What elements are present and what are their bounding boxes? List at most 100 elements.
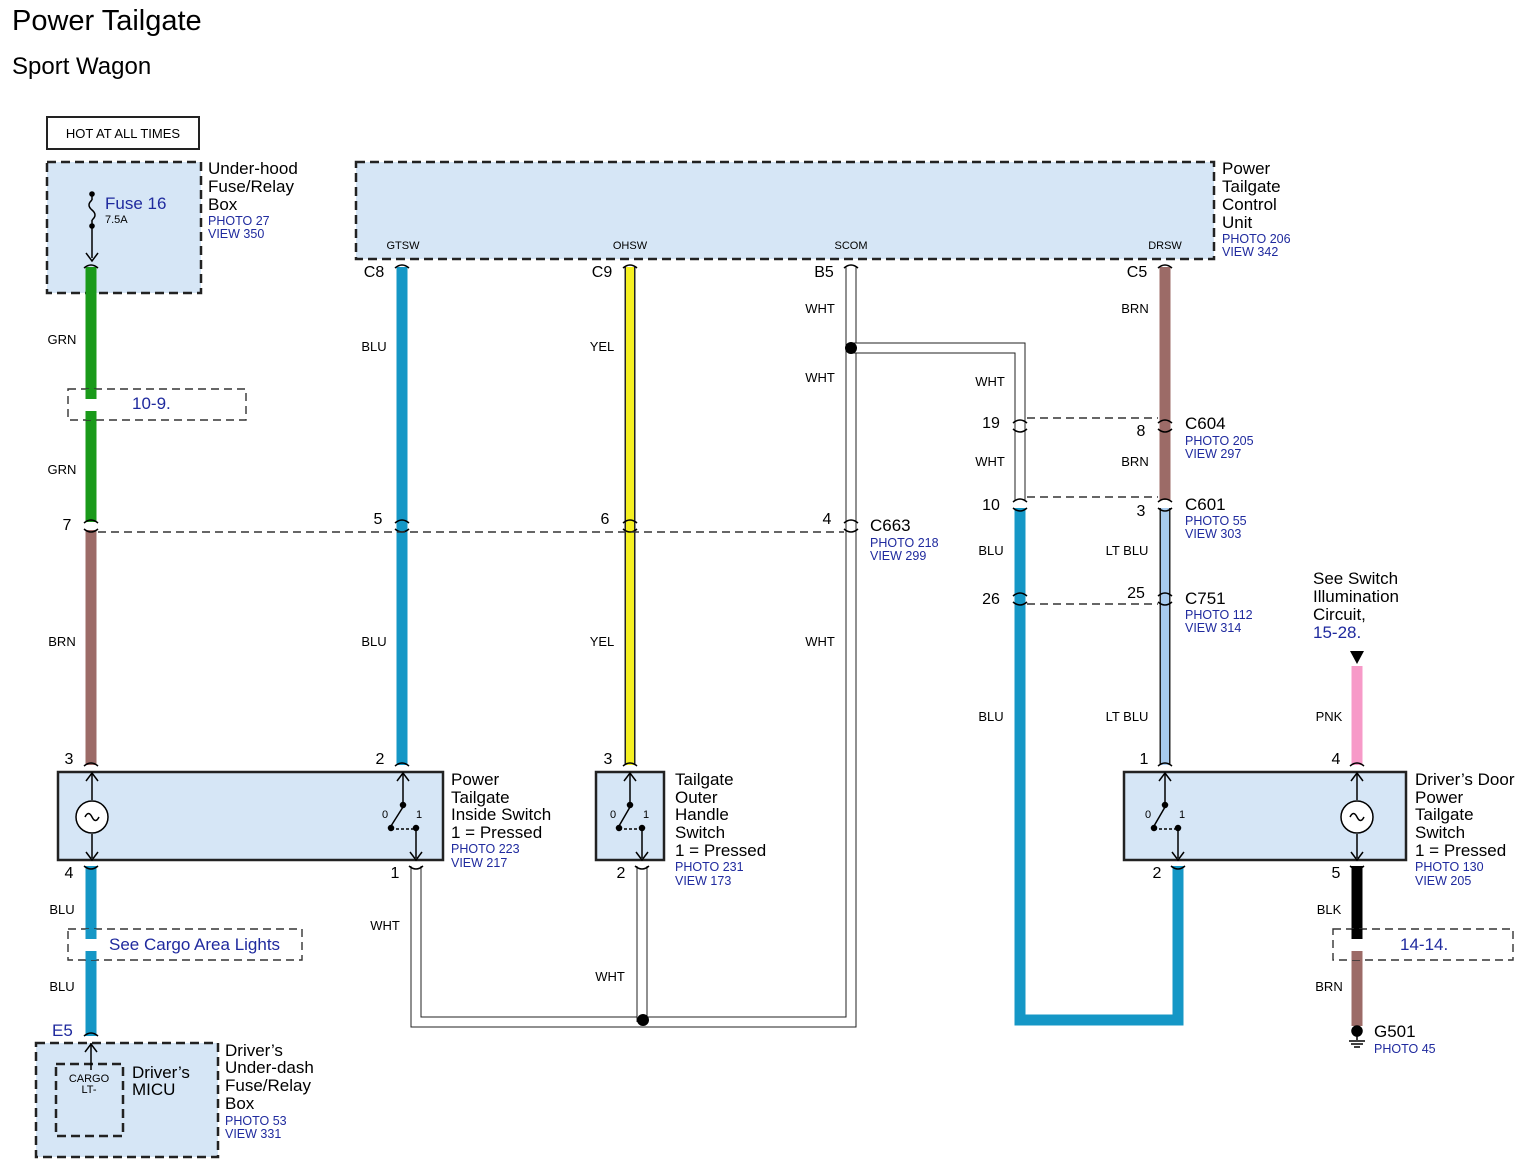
micu-label-1: Driver’s bbox=[132, 1063, 190, 1082]
wire-label-brn-left: BRN bbox=[48, 634, 75, 649]
ptcu-label-1: Power bbox=[1222, 159, 1271, 178]
wire-label-blu-gtsw-2: BLU bbox=[361, 634, 386, 649]
ref-10-9-link[interactable]: 10-9. bbox=[132, 394, 171, 413]
pin-c8: C8 bbox=[364, 264, 385, 281]
c751-pin-25: 25 bbox=[1127, 585, 1145, 602]
outer-switch-photo: PHOTO 231 bbox=[675, 860, 744, 874]
c751-name: C751 bbox=[1185, 589, 1226, 608]
pin-c9: C9 bbox=[592, 264, 613, 281]
inside-switch-label-4: 1 = Pressed bbox=[451, 823, 542, 842]
page-subtitle: Sport Wagon bbox=[12, 53, 151, 80]
wire-label-yel-2: YEL bbox=[590, 634, 615, 649]
page-title: Power Tailgate bbox=[12, 5, 202, 37]
pin-label-drsw: DRSW bbox=[1148, 240, 1182, 252]
see-switch-line-1: See Switch bbox=[1313, 569, 1398, 588]
c604-photo: PHOTO 205 bbox=[1185, 434, 1254, 448]
outer-switch-pin-2: 2 bbox=[617, 865, 626, 882]
wire-label-blu-left-1: BLU bbox=[49, 902, 74, 917]
hot-at-all-times-label: HOT AT ALL TIMES bbox=[66, 126, 180, 141]
wire-label-blu-loop-1: BLU bbox=[978, 543, 1003, 558]
inside-switch-pin-3: 3 bbox=[65, 751, 74, 768]
wire-label-ltblu-2: LT BLU bbox=[1106, 709, 1149, 724]
ref-10-9[interactable]: 10-9. bbox=[67, 388, 247, 421]
wire-label-wht-7: WHT bbox=[595, 969, 625, 984]
wire-blu-loop bbox=[1014, 508, 1184, 1026]
inside-switch-label-3: Inside Switch bbox=[451, 805, 551, 824]
fuse-icon bbox=[85, 191, 99, 263]
wire-label-wht-1: WHT bbox=[805, 301, 835, 316]
door-switch-label-5: 1 = Pressed bbox=[1415, 841, 1506, 860]
wire-label-ltblu-1: LT BLU bbox=[1106, 543, 1149, 558]
door-switch-state-1: 1 bbox=[1179, 809, 1185, 821]
ref-14-14[interactable]: 14-14. bbox=[1332, 928, 1514, 961]
c604-pin-8: 8 bbox=[1137, 423, 1146, 440]
pin-b5: B5 bbox=[814, 264, 834, 281]
c663-pin-5: 5 bbox=[374, 511, 383, 528]
see-switch-line-2: Illumination bbox=[1313, 587, 1399, 606]
micu-label-2: MICU bbox=[132, 1080, 175, 1099]
door-switch-pin-2: 2 bbox=[1153, 865, 1162, 882]
pin-c5: C5 bbox=[1127, 264, 1148, 281]
c751-pin-26: 26 bbox=[982, 591, 1000, 608]
underhood-label-1: Under-hood bbox=[208, 159, 298, 178]
inside-switch-photo: PHOTO 223 bbox=[451, 842, 520, 856]
underdash-label-3: Fuse/Relay bbox=[225, 1076, 311, 1095]
c604-name: C604 bbox=[1185, 414, 1226, 433]
door-switch-contact-icon bbox=[1150, 771, 1185, 862]
c601-name: C601 bbox=[1185, 495, 1226, 514]
wire-label-brn-drsw-1: BRN bbox=[1121, 301, 1148, 316]
drivers-door-power-tailgate-switch bbox=[1122, 770, 1408, 862]
wire-label-blu-loop-2: BLU bbox=[978, 709, 1003, 724]
underdash-label-4: Box bbox=[225, 1094, 255, 1113]
door-switch-label-2: Power bbox=[1415, 788, 1464, 807]
c663-pin-6: 6 bbox=[601, 511, 610, 528]
underhood-label-3: Box bbox=[208, 195, 238, 214]
inside-switch-pin-2: 2 bbox=[376, 751, 385, 768]
outer-switch-pin-3: 3 bbox=[604, 751, 613, 768]
ref-15-28-link[interactable]: 15-28. bbox=[1313, 623, 1361, 642]
ref-cargo-area-lights-link[interactable]: See Cargo Area Lights bbox=[109, 935, 280, 954]
wire-label-blu-gtsw-1: BLU bbox=[361, 339, 386, 354]
inside-switch-contact-icon bbox=[387, 771, 423, 862]
power-tailgate-control-unit bbox=[354, 160, 1216, 261]
c601-view: VIEW 303 bbox=[1185, 527, 1241, 541]
inside-switch-label-2: Tailgate bbox=[451, 788, 510, 807]
ground-icon bbox=[1349, 1025, 1365, 1048]
outer-switch-label-3: Handle bbox=[675, 805, 729, 824]
wire-wht-scom bbox=[410, 267, 1026, 1028]
door-switch-pin-5: 5 bbox=[1332, 865, 1341, 882]
cargo-lt-label-1: CARGO bbox=[69, 1073, 110, 1085]
ground-photo: PHOTO 45 bbox=[1374, 1042, 1436, 1056]
ptcu-label-2: Tailgate bbox=[1222, 177, 1281, 196]
wire-label-wht-6: WHT bbox=[370, 918, 400, 933]
ref-cargo-area-lights[interactable]: See Cargo Area Lights bbox=[67, 928, 303, 961]
door-switch-pin-4: 4 bbox=[1332, 751, 1341, 768]
inside-switch-label-1: Power bbox=[451, 770, 500, 789]
outer-switch-label-2: Outer bbox=[675, 788, 718, 807]
outer-switch-contact-icon bbox=[615, 771, 649, 862]
ptcu-view: VIEW 342 bbox=[1222, 245, 1278, 259]
c601-pin-3: 3 bbox=[1137, 503, 1146, 520]
wire-pnk bbox=[1350, 651, 1364, 765]
drivers-under-dash-fuse-relay-box bbox=[34, 1041, 220, 1159]
fuse-name: Fuse 16 bbox=[105, 194, 166, 213]
pin-label-gtsw: GTSW bbox=[387, 240, 421, 252]
hot-at-all-times-box bbox=[46, 116, 200, 150]
outer-switch-view: VIEW 173 bbox=[675, 874, 731, 888]
ref-14-14-link[interactable]: 14-14. bbox=[1400, 935, 1448, 954]
underdash-view: VIEW 331 bbox=[225, 1127, 281, 1141]
wire-label-grn-1: GRN bbox=[48, 332, 77, 347]
illumination-bulb-icon bbox=[75, 771, 109, 862]
c663-photo: PHOTO 218 bbox=[870, 536, 939, 550]
connector-ticks bbox=[83, 264, 1365, 1037]
inside-switch-state-1: 1 bbox=[416, 809, 422, 821]
wire-label-wht-5: WHT bbox=[975, 454, 1005, 469]
ptcu-label-3: Control bbox=[1222, 195, 1277, 214]
wire-label-wht-4: WHT bbox=[975, 374, 1005, 389]
micu-input-arrow-icon bbox=[84, 1042, 98, 1070]
arrow-down-icon bbox=[1350, 651, 1364, 664]
wire-label-grn-2: GRN bbox=[48, 462, 77, 477]
wire-label-brn-drsw-2: BRN bbox=[1121, 454, 1148, 469]
outer-switch-label-4: Switch bbox=[675, 823, 725, 842]
c604-pin-19: 19 bbox=[982, 415, 1000, 432]
